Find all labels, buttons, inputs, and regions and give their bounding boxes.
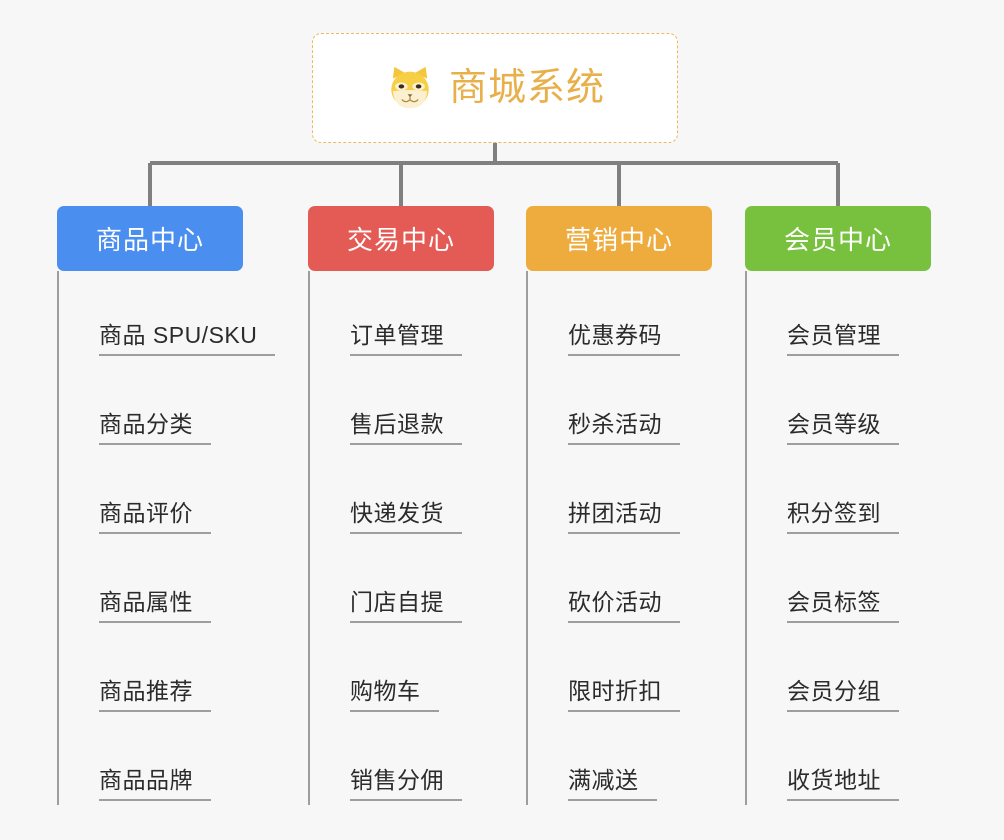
root-node[interactable]: 商城系统: [312, 33, 678, 143]
leaf-list-1: 订单管理 售后退款 快递发货 门店自提 购物车 销售分佣: [308, 271, 494, 805]
leaf-label: 售后退款: [350, 411, 462, 445]
leaf-item[interactable]: 会员等级: [745, 360, 931, 449]
category-label-1: 交易中心: [346, 225, 455, 255]
branch-column-0: 商品中心 商品 SPU/SKU 商品分类 商品评价 商品属性 商品推荐 商品品牌: [57, 206, 276, 805]
leaf-item[interactable]: 会员标签: [745, 538, 931, 627]
leaf-label: 秒杀活动: [568, 411, 680, 445]
category-label-3: 会员中心: [783, 225, 892, 255]
leaf-label: 收货地址: [787, 767, 899, 801]
leaf-item[interactable]: 会员管理: [745, 271, 931, 360]
leaf-item[interactable]: 秒杀活动: [526, 360, 712, 449]
leaf-item[interactable]: 会员分组: [745, 627, 931, 716]
leaf-item[interactable]: 商品评价: [57, 449, 243, 538]
leaf-item[interactable]: 销售分佣: [308, 716, 494, 805]
leaf-label: 商品品牌: [99, 767, 211, 801]
shiba-dog-icon: [391, 66, 429, 109]
leaf-label: 商品属性: [99, 589, 211, 623]
leaf-item[interactable]: 限时折扣: [526, 627, 712, 716]
category-box-3[interactable]: 会员中心: [745, 206, 931, 271]
leaf-label: 拼团活动: [568, 500, 680, 534]
leaf-label: 快递发货: [350, 500, 462, 534]
branch-column-3: 会员中心 会员管理 会员等级 积分签到 会员标签 会员分组 收货地址: [745, 206, 931, 805]
leaf-label: 销售分佣: [350, 767, 462, 801]
leaf-label: 订单管理: [350, 322, 462, 356]
leaf-label: 会员分组: [787, 678, 899, 712]
leaf-list-2: 优惠券码 秒杀活动 拼团活动 砍价活动 限时折扣 满减送: [526, 271, 712, 805]
leaf-item[interactable]: 购物车: [308, 627, 494, 716]
leaf-item[interactable]: 商品属性: [57, 538, 243, 627]
category-box-0[interactable]: 商品中心: [57, 206, 243, 271]
leaf-item[interactable]: 砍价活动: [526, 538, 712, 627]
category-box-1[interactable]: 交易中心: [308, 206, 494, 271]
leaf-item[interactable]: 积分签到: [745, 449, 931, 538]
leaf-label: 限时折扣: [568, 678, 680, 712]
leaf-item[interactable]: 收货地址: [745, 716, 931, 805]
category-box-2[interactable]: 营销中心: [526, 206, 712, 271]
leaf-label: 满减送: [568, 767, 657, 801]
leaf-item[interactable]: 满减送: [526, 716, 712, 805]
leaf-label: 积分签到: [787, 500, 899, 534]
leaf-label: 门店自提: [350, 589, 462, 623]
leaf-item[interactable]: 售后退款: [308, 360, 494, 449]
leaf-label: 购物车: [350, 678, 439, 712]
root-title: 商城系统: [448, 67, 605, 109]
leaf-label: 会员管理: [787, 322, 899, 356]
leaf-label: 商品分类: [99, 411, 211, 445]
leaf-label: 优惠券码: [568, 322, 680, 356]
leaf-item[interactable]: 商品分类: [57, 360, 243, 449]
leaf-item[interactable]: 商品 SPU/SKU: [57, 271, 276, 360]
leaf-list-3: 会员管理 会员等级 积分签到 会员标签 会员分组 收货地址: [745, 271, 931, 805]
leaf-list-0: 商品 SPU/SKU 商品分类 商品评价 商品属性 商品推荐 商品品牌: [57, 271, 276, 805]
branch-column-1: 交易中心 订单管理 售后退款 快递发货 门店自提 购物车 销售分佣: [308, 206, 494, 805]
leaf-item[interactable]: 快递发货: [308, 449, 494, 538]
leaf-item[interactable]: 订单管理: [308, 271, 494, 360]
leaf-label: 商品推荐: [99, 678, 211, 712]
leaf-label: 商品评价: [99, 500, 211, 534]
leaf-label: 砍价活动: [568, 589, 680, 623]
leaf-item[interactable]: 拼团活动: [526, 449, 712, 538]
branch-column-2: 营销中心 优惠券码 秒杀活动 拼团活动 砍价活动 限时折扣 满减送: [526, 206, 712, 805]
leaf-label: 会员标签: [787, 589, 899, 623]
leaf-item[interactable]: 优惠券码: [526, 271, 712, 360]
leaf-item[interactable]: 商品推荐: [57, 627, 243, 716]
category-label-0: 商品中心: [95, 225, 204, 255]
leaf-label: 会员等级: [787, 411, 899, 445]
leaf-item[interactable]: 商品品牌: [57, 716, 243, 805]
leaf-label: 商品 SPU/SKU: [99, 322, 276, 356]
leaf-item[interactable]: 门店自提: [308, 538, 494, 627]
category-label-2: 营销中心: [564, 225, 673, 255]
